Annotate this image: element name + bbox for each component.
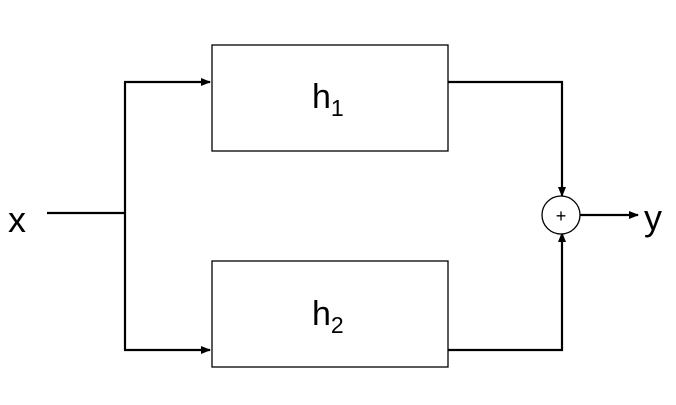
block-h1: h1 (211, 44, 449, 152)
block-h2: h2 (211, 260, 449, 368)
block-h1-name: h (312, 78, 331, 116)
block-h2-subscript: 2 (331, 312, 344, 338)
block-h2-name: h (312, 295, 331, 333)
h2-output-wire (448, 232, 566, 352)
h1-output-wire (448, 80, 566, 197)
block-h1-label: h1 (312, 78, 344, 121)
output-label: y (644, 197, 662, 238)
summing-junction-symbol: + (556, 206, 567, 226)
summing-junction: + (541, 195, 581, 235)
block-h1-subscript: 1 (331, 95, 344, 121)
input-label: x (8, 199, 26, 240)
block-h2-label: h2 (312, 295, 344, 338)
